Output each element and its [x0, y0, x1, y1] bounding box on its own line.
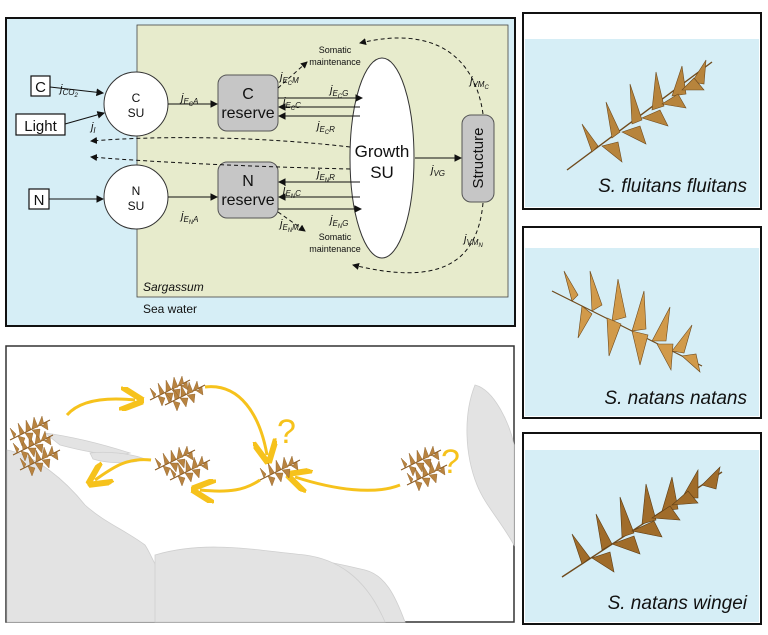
flux-label-jvmc: jVMC: [468, 75, 489, 91]
n-reserve-label-2: reserve: [221, 192, 274, 209]
seaweed-wingei: [561, 466, 723, 578]
flux-label-jenc: jENC: [281, 184, 301, 200]
structure-label: Structure: [470, 128, 487, 189]
drift-map-panel: ? ?: [5, 345, 515, 623]
somatic-top-label-1: Somatic: [319, 45, 352, 55]
dashed-arrows: [90, 37, 484, 274]
arrow-growth-reject-c: [90, 137, 351, 148]
flux-label-jenr: jENR: [315, 168, 335, 184]
arrow-nreserve-to-somatic: [277, 211, 306, 232]
sargassum-area: [136, 24, 509, 298]
growth-su-node: [349, 57, 415, 259]
water-natans: [525, 248, 759, 416]
c-su-label-1: C: [132, 91, 141, 105]
c-reserve-label-2: reserve: [221, 105, 274, 122]
c-reserve-box: [217, 74, 279, 132]
species-panel-fluitans: S. fluitans fluitans: [522, 12, 762, 210]
flux-arrows: [49, 86, 463, 213]
n-reserve-box: [217, 161, 279, 219]
species-caption-wingei: S. natans wingei: [608, 593, 748, 614]
drift-arrow-4: [200, 480, 261, 491]
growth-su-label-2: SU: [370, 163, 394, 182]
c-input-label: C: [35, 79, 46, 96]
deb-model-panel: Sargassum Sea water C Light N C SU N SU …: [5, 17, 516, 327]
drift-arrow-2: [204, 385, 267, 455]
flux-label-jenm: jENM: [278, 218, 299, 234]
n-input-label: N: [34, 192, 45, 209]
flux-label-jco2: jCO2: [58, 83, 78, 99]
water-wingei: [525, 450, 759, 622]
flux-label-jecm: jECM: [278, 71, 299, 87]
c-reserve-label-1: C: [242, 86, 254, 103]
flux-label-jvmn: jVMN: [462, 233, 483, 249]
c-input-box: [30, 75, 51, 97]
seaweed-natans: [551, 270, 703, 373]
species-caption-natans: S. natans natans: [604, 388, 747, 409]
flux-label-jl: jl: [89, 121, 95, 135]
arrow-c-to-csu: [49, 86, 105, 97]
somatic-bottom-label-1: Somatic: [319, 232, 352, 242]
flux-label-jecr: jECR: [315, 120, 335, 136]
species-caption-fluitans: S. fluitans fluitans: [598, 176, 747, 197]
land-south-america: [154, 546, 386, 623]
flux-label-jena: jENA: [179, 210, 198, 226]
somatic-top-label-2: maintenance: [309, 57, 361, 67]
n-reserve-label-1: N: [242, 173, 254, 190]
flux-label-jeca: jECA: [179, 92, 198, 108]
drift-arrow-3: [95, 458, 152, 480]
light-input-label: Light: [24, 118, 57, 135]
arrow-growth-reject-n: [90, 153, 351, 170]
water-fluitans: [525, 39, 759, 207]
drift-arrow-1: [65, 399, 135, 417]
n-su-label-2: SU: [128, 199, 145, 213]
n-su-label-1: N: [132, 184, 141, 198]
flux-label-jecg: jECG: [328, 84, 348, 100]
growth-su-label-1: Growth: [355, 142, 410, 161]
flux-label-jeng: jENG: [328, 214, 348, 230]
arrow-light-to-csu: [64, 111, 106, 125]
question-mark-2: ?: [441, 443, 460, 481]
c-su-label-2: SU: [128, 106, 145, 120]
species-panel-wingei: S. natans wingei: [522, 432, 762, 625]
species-panel-natans: S. natans natans: [522, 226, 762, 419]
land-africa: [466, 384, 515, 547]
seaweed-fluitans: [566, 59, 713, 171]
flux-label-jvg: jVG: [429, 164, 445, 178]
question-mark-1: ?: [277, 413, 296, 451]
drift-arrow-5: [295, 477, 401, 490]
flux-label-jecc: jECC: [281, 96, 301, 112]
sea-water-label: Sea water: [143, 302, 197, 316]
light-input-box: [15, 113, 66, 136]
sargassum-label: Sargassum: [143, 280, 204, 294]
arrow-structure-to-somatic-bottom: [352, 202, 484, 274]
land-cuba: [43, 432, 132, 455]
somatic-bottom-label-2: maintenance: [309, 244, 361, 254]
